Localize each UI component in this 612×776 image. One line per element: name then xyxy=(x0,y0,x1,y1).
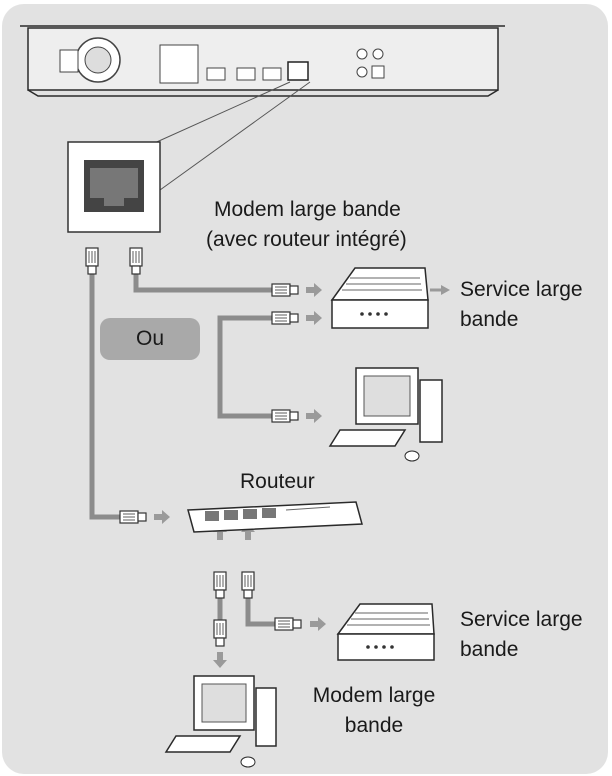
modem-icon xyxy=(336,603,435,661)
label-modem-routeur-line2: (avec routeur intégré) xyxy=(206,228,407,251)
cable-to-router xyxy=(89,268,120,520)
computer-icon xyxy=(328,367,443,462)
label-modem-line2: bande xyxy=(344,714,404,737)
label-service-2-line1: Service large xyxy=(460,608,583,631)
cable-to-modem-router xyxy=(133,268,272,293)
modem-router-icon xyxy=(330,267,429,329)
cable-modem-to-computer xyxy=(217,315,272,419)
lan-port-icon xyxy=(67,141,161,233)
router-icon xyxy=(187,501,363,533)
label-service-1-line2: bande xyxy=(460,308,519,331)
arrow-icon xyxy=(154,283,450,668)
cable-router-to-modem xyxy=(245,596,275,627)
label-modem-line1: Modem large xyxy=(312,684,436,707)
label-modem-routeur-line1: Modem large bande xyxy=(214,198,401,221)
computer-icon xyxy=(164,675,277,768)
zoom-line xyxy=(149,81,311,191)
label-service-1-line1: Service large xyxy=(460,278,583,301)
label-service-2-line2: bande xyxy=(460,638,519,661)
ou-badge: Ou xyxy=(100,318,200,360)
label-routeur: Routeur xyxy=(240,470,315,493)
receiver-back-panel xyxy=(20,25,505,97)
